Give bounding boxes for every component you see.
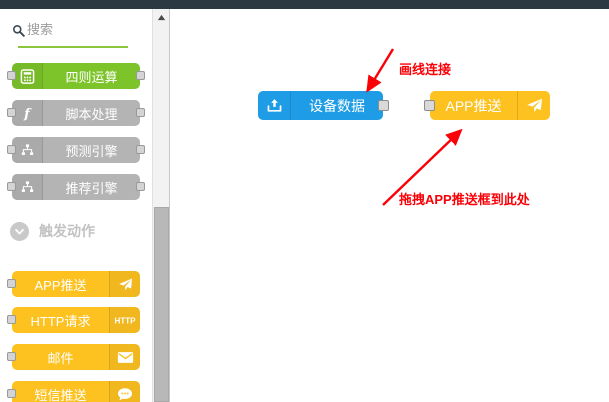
palette-output-port[interactable] [136,182,145,191]
palette-input-port[interactable] [7,389,16,398]
palette-item-label: HTTP请求 [30,313,91,329]
scrollbar-thumb[interactable] [154,207,169,402]
palette-item-sms-push[interactable]: 短信推送 [7,381,140,402]
palette-item-prediction-engine[interactable]: 预测引擎 [7,137,145,163]
palette-item-label: 短信推送 [34,387,87,402]
chat-bubble-icon [109,381,140,402]
paper-plane-icon [517,91,550,120]
palette-input-port[interactable] [7,279,16,288]
annotation-arrows [366,48,463,206]
palette-item-script[interactable]: f 脚本处理 [7,100,145,126]
palette-input-port[interactable] [7,145,16,154]
sidebar-scrollbar[interactable] [152,9,169,402]
node-output-port[interactable] [378,100,389,111]
function-icon: f [12,100,43,126]
palette-item-label: 脚本处理 [65,106,118,122]
caret-up-icon[interactable] [153,9,169,25]
palette-item-label: 邮件 [47,350,74,366]
palette-item-label: 预测引擎 [65,143,118,159]
upload-icon [258,91,291,120]
annotation-label-drag-here: 拖拽APP推送框到此处 [399,192,530,207]
palette-input-port[interactable] [7,315,16,324]
search-row[interactable] [12,18,140,42]
palette-output-port[interactable] [136,108,145,117]
annotation-label-draw-line: 画线连接 [399,62,452,77]
palette-item-http-request[interactable]: HTTP HTTP请求 [7,307,140,333]
palette-input-port[interactable] [7,182,16,191]
canvas-node-device-data[interactable]: 设备数据 [258,91,389,120]
canvas-node-label: APP推送 [445,97,502,114]
palette-input-port[interactable] [7,71,16,80]
envelope-icon [109,344,140,370]
palette-item-calculator[interactable]: 四则运算 [7,63,145,89]
svg-text:HTTP: HTTP [115,317,137,326]
sitemap-icon [12,174,43,200]
calculator-icon [12,63,43,89]
flow-canvas[interactable]: 设备数据 APP推送 [171,9,609,402]
section-title: 触发动作 [39,223,95,239]
palette-item-label: APP推送 [34,277,87,293]
palette-input-port[interactable] [7,352,16,361]
window-titlebar [0,0,609,9]
node-input-port[interactable] [424,100,435,111]
section-header-trigger-actions[interactable]: 触发动作 [10,221,95,241]
palette-output-port[interactable] [136,71,145,80]
svg-text:f: f [23,106,32,120]
canvas-node-app-push[interactable]: APP推送 [424,91,550,120]
palette-output-port[interactable] [136,145,145,154]
palette-item-label: 推荐引擎 [65,180,118,196]
paper-plane-icon [109,271,140,297]
palette-item-recommendation-engine[interactable]: 推荐引擎 [7,174,145,200]
palette-item-app-push[interactable]: APP推送 [7,271,140,297]
arrow-down-left [366,48,395,93]
palette-item-label: 四则运算 [65,69,118,85]
search-underline [18,46,128,48]
canvas-node-label: 设备数据 [309,97,365,114]
palette-input-port[interactable] [7,108,16,117]
palette-item-email[interactable]: 邮件 [7,344,140,370]
http-badge-icon: HTTP [109,307,140,333]
search-icon [12,24,25,37]
sitemap-icon [12,137,43,163]
search-input[interactable] [27,22,135,38]
chevron-down-circle-icon[interactable] [10,221,29,241]
node-palette-sidebar: 四则运算 f 脚本处理 [0,9,170,402]
